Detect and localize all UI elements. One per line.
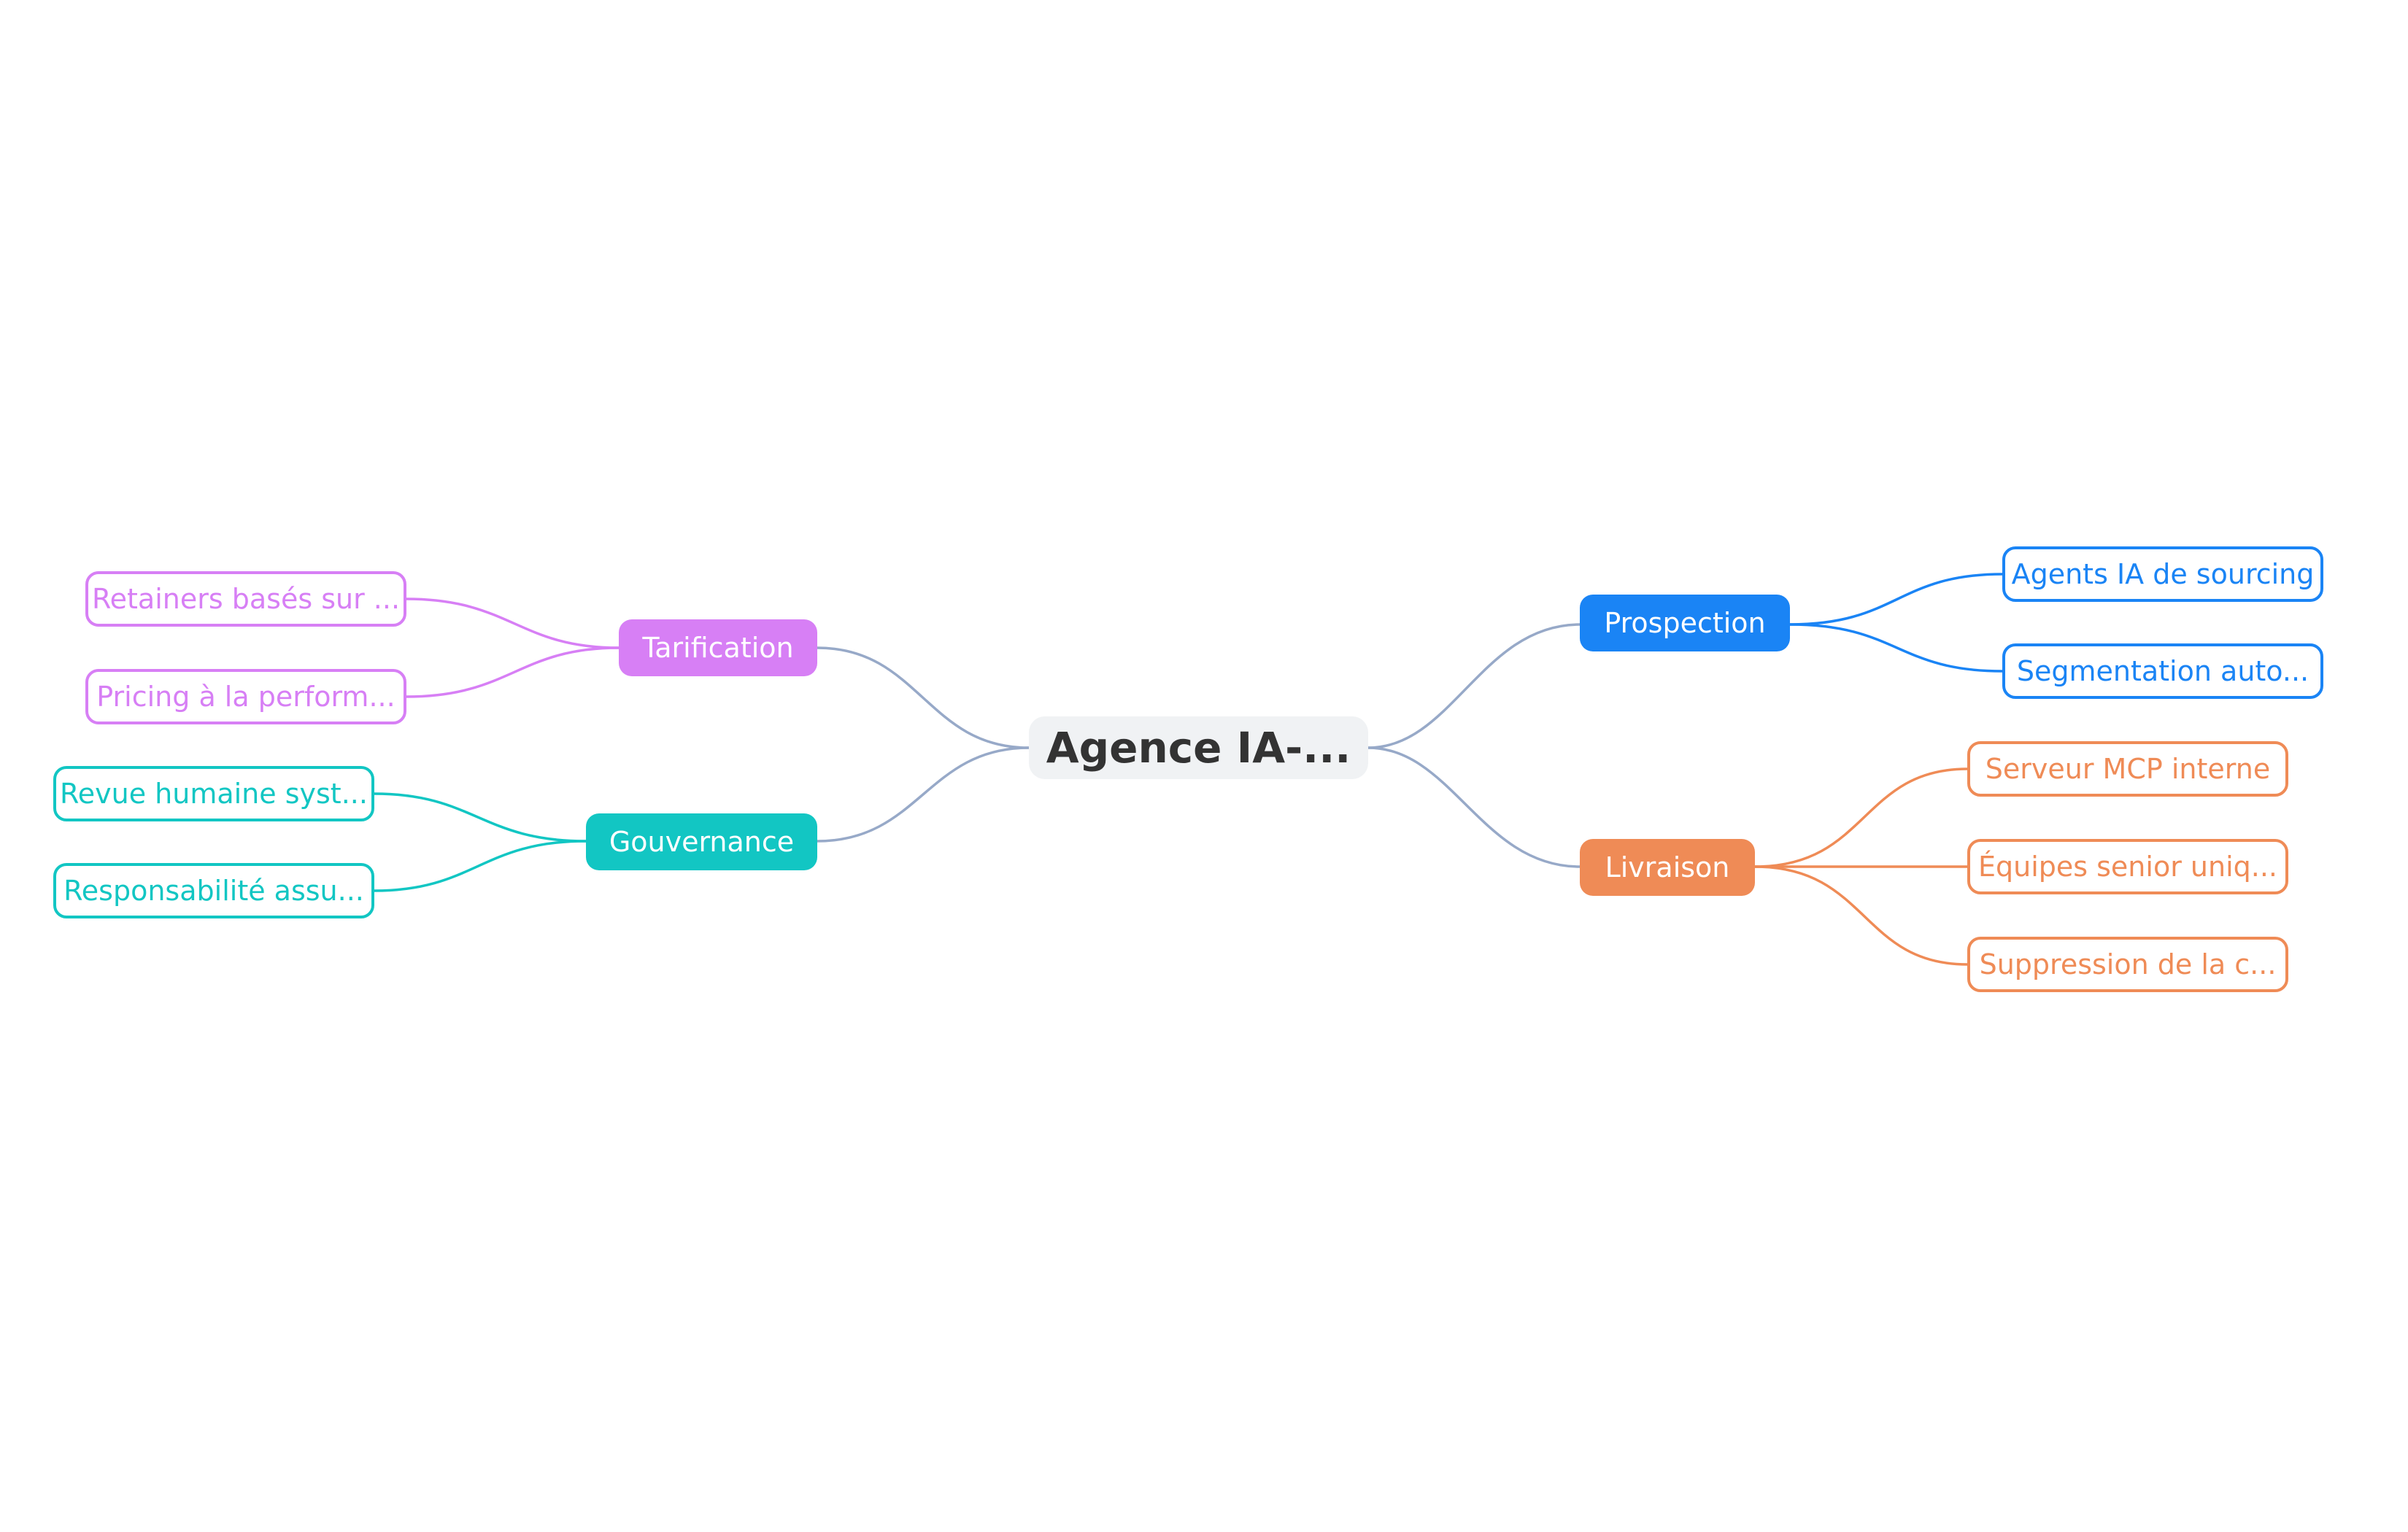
leaf-equipes-senior[interactable]: Équipes senior uniq... [1967, 839, 2288, 894]
link-livraison-suppression [1754, 865, 1968, 966]
leaf-revue-humaine[interactable]: Revue humaine syst... [53, 766, 374, 821]
leaf-responsabilite[interactable]: Responsabilité assu... [53, 863, 374, 918]
branch-gouvernance[interactable]: Gouvernance [586, 813, 817, 870]
link-gouvernance-responsabilite [374, 840, 587, 892]
branch-livraison[interactable]: Livraison [1580, 839, 1755, 896]
link-root-gouvernance [817, 746, 1030, 843]
link-gouvernance-revue [374, 792, 587, 843]
leaf-segmentation-auto[interactable]: Segmentation auto... [2002, 643, 2323, 699]
leaf-agents-ia-sourcing[interactable]: Agents IA de sourcing [2002, 546, 2323, 602]
link-prospection-segmentation [1789, 623, 2003, 673]
root-node[interactable]: Agence IA-... [1029, 716, 1368, 779]
leaf-serveur-mcp[interactable]: Serveur MCP interne [1967, 741, 2288, 797]
link-root-livraison [1367, 746, 1581, 868]
leaf-pricing-performance[interactable]: Pricing à la perform... [85, 669, 406, 724]
leaf-retainers[interactable]: Retainers basés sur ... [85, 571, 406, 627]
link-tarification-pricing [406, 646, 620, 698]
link-livraison-serveur [1754, 767, 1968, 868]
branch-prospection[interactable]: Prospection [1580, 595, 1790, 651]
link-prospection-sourcing [1789, 573, 2003, 626]
branch-tarification[interactable]: Tarification [619, 619, 817, 676]
link-tarification-retainers [406, 597, 620, 649]
leaf-suppression[interactable]: Suppression de la c... [1967, 937, 2288, 992]
link-root-tarification [817, 646, 1030, 749]
link-root-prospection [1367, 623, 1581, 749]
